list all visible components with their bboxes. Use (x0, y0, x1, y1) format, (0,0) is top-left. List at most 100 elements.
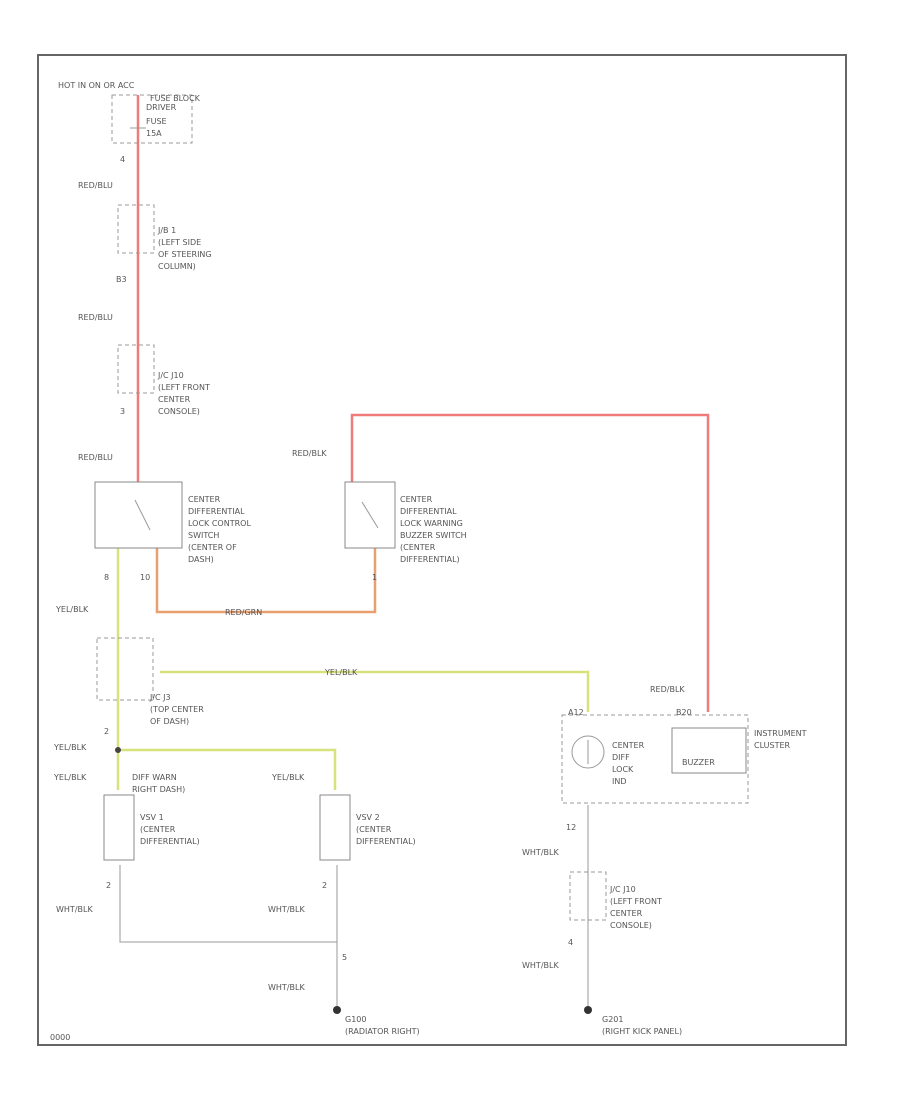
pin-label: 10 (140, 573, 150, 582)
vsv2-coil (319, 794, 351, 861)
pin-label: 2 (106, 881, 111, 890)
right-left-front-label: (LEFT FRONT (610, 897, 662, 906)
pin-label: 4 (120, 155, 125, 164)
lock-control-switch-contact (134, 499, 151, 531)
pin-label: 12 (566, 823, 576, 832)
instrument-label: INSTRUMENT (754, 729, 807, 738)
ground2-label: G201 (602, 1015, 623, 1024)
jb1-location2-label: OF STEERING (158, 250, 212, 259)
jc-right-label: J/C J10 (609, 885, 636, 894)
jc-dash-connector (96, 637, 154, 701)
buzzer-label: BUZZER (682, 758, 715, 767)
wire-yel-indicator (160, 670, 590, 712)
differential-label: DIFFERENTIAL (188, 507, 245, 516)
pin-label: 4 (568, 938, 573, 947)
jc-right-connector (569, 871, 607, 921)
wire-label: RED/BLU (78, 181, 113, 190)
pin-label: 1 (372, 573, 377, 582)
wire-red-buzzer (350, 413, 710, 712)
dash-label: DASH) (188, 555, 214, 564)
indicator-center-label: CENTER (612, 741, 645, 750)
jb1-location3-label: COLUMN) (158, 262, 196, 271)
buzzer-switch-label: BUZZER SWITCH (400, 531, 467, 540)
right-dash-label: RIGHT DASH) (132, 785, 185, 794)
instrument-cluster-box (561, 714, 749, 804)
jb1-label: J/B 1 (157, 226, 176, 235)
wire-label: YEL/BLK (271, 773, 305, 782)
pin-label: 2 (104, 727, 109, 736)
indicator-lamp-icon (571, 735, 605, 769)
console-label: CONSOLE) (158, 407, 200, 416)
warning-buzzer-switch-contact (361, 501, 379, 529)
fuse-block-label: FUSE BLOCK (150, 94, 201, 103)
center-diff-label: CENTER (188, 495, 221, 504)
pin-label: 2 (322, 881, 327, 890)
warn-center2-label: (CENTER (400, 543, 436, 552)
left-front-label: (LEFT FRONT (158, 383, 210, 392)
buzzer-box (671, 727, 747, 774)
wire-label: YEL/BLK (324, 668, 358, 677)
wire-label: YEL/BLK (53, 743, 87, 752)
wire-label: YEL/BLK (55, 605, 89, 614)
warn-differential2-label: DIFFERENTIAL) (400, 555, 460, 564)
indicator-diff-label: DIFF (612, 753, 630, 762)
vsv2-diff-label: DIFFERENTIAL) (356, 837, 416, 846)
hot-label: HOT IN ON OR ACC (58, 81, 135, 90)
lock-control-label: LOCK CONTROL (188, 519, 251, 528)
ground1-icon (333, 1006, 341, 1014)
indicator-ind-label: IND (612, 777, 627, 786)
vsv2-center-label: (CENTER (356, 825, 392, 834)
ground2-icon (584, 1006, 592, 1014)
wire-label: WHT/BLK (522, 961, 559, 970)
indicator-lock-label: LOCK (612, 765, 634, 774)
driver-fuse-label: DRIVER (146, 103, 177, 112)
fuse-block-box (111, 94, 193, 144)
wire-yel-vsv2 (118, 748, 337, 790)
wire-label: WHT/BLK (56, 905, 93, 914)
switch-label: SWITCH (188, 531, 219, 540)
jc-left-front-connector (117, 344, 155, 394)
pin-label: 8 (104, 573, 109, 582)
fuse-amps-label: 15A (146, 129, 162, 138)
vsv1-diff-label: DIFFERENTIAL) (140, 837, 200, 846)
right-center-label: CENTER (610, 909, 643, 918)
pin-label: 5 (342, 953, 347, 962)
wire-label: WHT/BLK (268, 983, 305, 992)
wire-label: YEL/BLK (53, 773, 87, 782)
wire-label: RED/BLU (78, 453, 113, 462)
vsv1-center-label: (CENTER (140, 825, 176, 834)
warn-differential-label: DIFFERENTIAL (400, 507, 457, 516)
lock-control-switch (94, 481, 183, 549)
wire-red-grn (155, 545, 377, 614)
diagram-frame (37, 54, 847, 1046)
center-console-label: CENTER (158, 395, 191, 404)
fuse-name-label: FUSE (146, 117, 167, 126)
pin-label: B3 (116, 275, 127, 284)
ground1-label: G100 (345, 1015, 366, 1024)
vsv1-label: VSV 1 (140, 813, 164, 822)
cluster-label: CLUSTER (754, 741, 791, 750)
jb1-location-label: (LEFT SIDE (158, 238, 201, 247)
wire-wht-ground1 (119, 865, 337, 943)
pin-label: A12 (568, 708, 584, 717)
splice-dot (115, 747, 121, 753)
wire-label: RED/BLK (650, 685, 685, 694)
wire-label: WHT/BLK (268, 905, 305, 914)
diagram-id-label: 0000 (50, 1033, 70, 1042)
vsv1-coil (103, 794, 135, 861)
ground2-location-label: (RIGHT KICK PANEL) (602, 1027, 682, 1036)
center-of-label: (CENTER OF (188, 543, 237, 552)
jc-left-front-label: J/C J10 (157, 371, 184, 380)
wire-label: RED/GRN (225, 608, 262, 617)
pin-label: 3 (120, 407, 125, 416)
jb1-connector (117, 204, 155, 254)
wire-label: RED/BLU (78, 313, 113, 322)
wire-label: WHT/BLK (522, 848, 559, 857)
jc-dash-label: J/C J3 (149, 693, 171, 702)
warn-center-label: CENTER (400, 495, 433, 504)
diff-warn-label: DIFF WARN (132, 773, 177, 782)
pin-label: B20 (676, 708, 692, 717)
of-dash-label: OF DASH) (150, 717, 189, 726)
right-console-label: CONSOLE) (610, 921, 652, 930)
